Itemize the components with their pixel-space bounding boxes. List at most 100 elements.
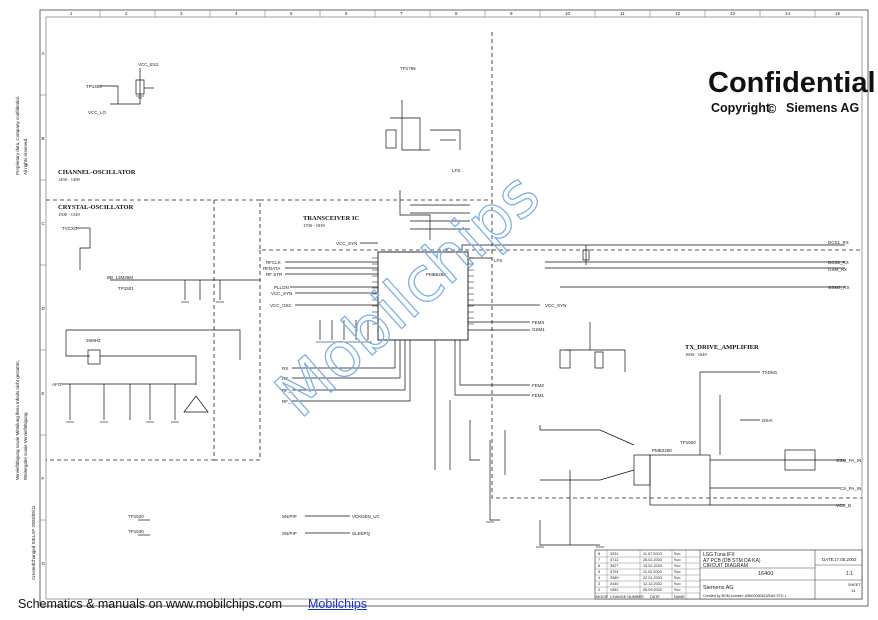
copyright-owner: Siemens AG	[786, 101, 859, 115]
grid-ticks	[40, 10, 816, 521]
net-label: DSAI	[762, 418, 773, 423]
net-label: SN/PIP	[282, 514, 297, 519]
svg-text:12.12.2002: 12.12.2002	[643, 582, 662, 586]
svg-text:Svo: Svo	[674, 558, 681, 562]
tx-amplifier-ic-label: PMB2250	[652, 448, 672, 453]
confidential-title: Confidential	[708, 67, 876, 99]
grid-col-label: 10	[565, 11, 571, 16]
grid-col-label: 4	[235, 11, 238, 16]
net-label: DCS2_RX	[828, 260, 849, 265]
side-notes: Proprietary data, Company confidential. …	[15, 96, 36, 580]
section-title-channel-oscillator: CHANNEL-OSCILLATOR	[58, 169, 136, 176]
section-boundaries	[46, 32, 862, 499]
net-label: SN/PIP	[282, 531, 297, 536]
net-label: PLLON	[274, 285, 289, 290]
svg-text:NAME: NAME	[674, 595, 685, 599]
svg-text:28.02.2003: 28.02.2003	[643, 558, 662, 562]
side-note: Vervielfältigung sowie Mitteilung ihres …	[15, 360, 20, 480]
svg-text:3389: 3389	[610, 576, 618, 580]
footer-text: Schematics & manuals on www.mobilchips.c…	[18, 597, 282, 611]
net-label: RX	[282, 366, 288, 371]
title-doc-number: 16460	[758, 571, 773, 577]
grid-col-label: 8	[455, 11, 458, 16]
svg-text:3794: 3794	[610, 570, 618, 574]
svg-text:MODIF: MODIF	[596, 595, 609, 599]
inner-border	[45, 16, 863, 600]
section-range: 1600 - 1649	[685, 352, 707, 357]
title-sheet-label: SHEET	[848, 583, 861, 587]
net-label: DCS1_RX	[828, 240, 849, 245]
svg-text:4: 4	[598, 576, 600, 580]
net-label: FEM3	[532, 320, 544, 325]
net-label: CS_PA_IN	[840, 486, 861, 491]
svg-text:2: 2	[598, 588, 600, 592]
footer: Schematics & manuals on www.mobilchips.c…	[18, 597, 387, 611]
ground-symbols	[66, 95, 604, 548]
svg-text:Svo: Svo	[674, 564, 681, 568]
svg-text:Svo: Svo	[674, 570, 681, 574]
net-label: LFS	[452, 168, 460, 173]
title-date: 17.05.2002	[834, 557, 857, 562]
net-labels: VCC_ES2 VCC_LO TP1400 TP1765 VCC_SYN LFS…	[52, 62, 861, 536]
side-note: Proprietary data, Company confidential.	[15, 96, 20, 175]
svg-text:22.01.2003: 22.01.2003	[643, 576, 662, 580]
svg-text:11.07.2003: 11.07.2003	[643, 552, 662, 556]
net-label: BB_13M26M	[107, 275, 133, 280]
svg-text:Svo: Svo	[674, 582, 681, 586]
svg-text:05.09.2002: 05.09.2002	[643, 588, 662, 592]
net-label: SLEEPQ	[352, 531, 371, 536]
net-label: RFDATA	[263, 266, 280, 271]
net-label: GSM_RX	[828, 267, 847, 272]
grid-row-label: F	[42, 476, 45, 481]
net-label: TP1520	[128, 514, 144, 519]
net-label: TP1765	[400, 66, 416, 71]
net-label: GSM_PA_IN	[836, 458, 861, 463]
net-label: RF_	[282, 388, 291, 393]
section-title-crystal-oscillator: CRYSTAL-OSCILLATOR	[58, 204, 134, 211]
svg-text:3331: 3331	[610, 552, 618, 556]
net-label: TP1501	[118, 286, 134, 291]
svg-text:CHANGE NUMBER: CHANGE NUMBER	[610, 595, 644, 599]
title-scale: 1:1	[846, 571, 853, 577]
side-note: CreatedChanged SIELAP 2003/09/11	[31, 505, 36, 580]
watermark-text: Mobilchips	[261, 158, 553, 431]
svg-text:8: 8	[598, 552, 600, 556]
svg-text:4712: 4712	[610, 558, 618, 562]
title-created: Created by BOM number: A5B00080815/EA5 S…	[703, 594, 787, 598]
title-date-label: DATE	[822, 557, 834, 562]
net-label: FEM1	[532, 393, 544, 398]
svg-text:11.02.2003: 11.02.2003	[643, 570, 662, 574]
svg-text:2440: 2440	[610, 582, 618, 586]
svg-text:15.02.2003: 15.02.2003	[643, 564, 662, 568]
grid-col-label: 2	[125, 11, 128, 16]
net-label: GSM2_RX	[828, 285, 850, 290]
side-note: All rights reserved.	[23, 138, 28, 175]
grid-col-label: 12	[675, 11, 681, 16]
grid-col-label: 11	[620, 11, 625, 16]
grid-col-label: 1	[70, 11, 73, 16]
title-project: LSG Tuna IFX	[703, 552, 735, 558]
grid-row-label: E	[42, 391, 45, 396]
net-label: TVCXO	[62, 226, 78, 231]
grid-col-label: 6	[345, 11, 348, 16]
circuit-wiring	[60, 68, 845, 546]
title-company: Siemens AG	[703, 585, 734, 591]
section-range: 1500 - 1549	[58, 212, 80, 217]
net-label: TXDM1	[762, 370, 778, 375]
grid-row-label: C	[42, 221, 46, 226]
net-label: RX_	[282, 376, 291, 381]
net-label: VCKDEN_UC	[352, 514, 381, 519]
net-label: RFCLK	[266, 260, 281, 265]
transceiver-ic-label: PMB6258	[426, 272, 446, 277]
svg-text:Svo: Svo	[674, 588, 681, 592]
copyright-symbol: ©	[767, 102, 777, 116]
net-label: 26MHZ	[86, 338, 101, 343]
grid-row-label: D	[42, 306, 46, 311]
net-label: VCC_ES2	[138, 62, 159, 67]
footer-link[interactable]: Mobilchips	[308, 597, 368, 611]
grid-col-label: 14	[785, 11, 791, 16]
svg-text:3: 3	[598, 582, 600, 586]
side-note: Weitergabe sowie Vervielfältigung	[23, 412, 28, 480]
section-title-transceiver-ic: TRANSCEIVER IC	[303, 215, 359, 222]
